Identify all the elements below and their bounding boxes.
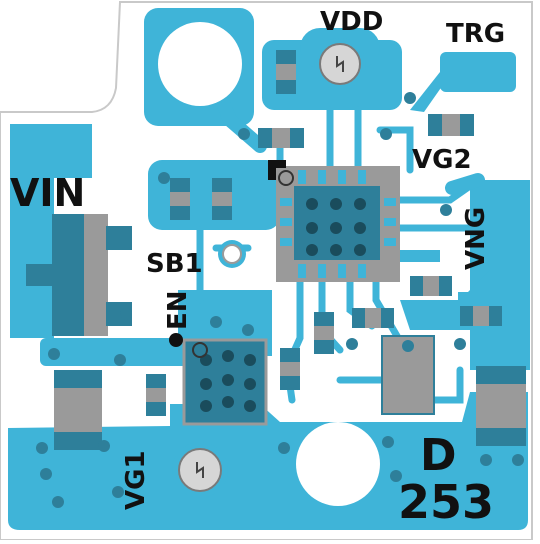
mounting-hole-bottom bbox=[296, 422, 380, 506]
label-vg2: VG2 bbox=[412, 145, 472, 175]
en-dot bbox=[169, 333, 183, 347]
copper-trg-pad bbox=[440, 52, 516, 92]
copper-layer bbox=[8, 8, 530, 530]
label-sb1: SB1 bbox=[146, 249, 203, 279]
sb1-solder-bridge bbox=[218, 240, 246, 268]
label-vin: VIN bbox=[10, 171, 85, 215]
label-trg: TRG bbox=[446, 19, 505, 49]
pin1-marker bbox=[268, 160, 286, 180]
label-vng: VNG bbox=[461, 207, 491, 270]
main-ic bbox=[276, 166, 400, 282]
passives bbox=[146, 50, 502, 416]
vias bbox=[36, 92, 524, 508]
arrow-icon bbox=[196, 462, 204, 478]
label-board-number: 253 bbox=[398, 475, 494, 529]
label-en: EN bbox=[163, 290, 193, 330]
label-vg1: VG1 bbox=[121, 450, 151, 510]
vdd-test-pad bbox=[314, 38, 366, 90]
label-board-letter: D bbox=[420, 430, 457, 481]
label-vdd: VDD bbox=[320, 7, 383, 37]
mounting-hole-top bbox=[158, 22, 242, 106]
copper-bottom-pour bbox=[8, 392, 528, 530]
secondary-ic bbox=[182, 338, 268, 426]
vin-connector bbox=[26, 214, 132, 336]
vg1-test-pad bbox=[172, 442, 228, 498]
arrow-icon bbox=[336, 56, 344, 72]
inductor-left bbox=[54, 370, 102, 450]
copper-vin-area bbox=[10, 124, 92, 178]
inductor-right bbox=[476, 366, 526, 446]
